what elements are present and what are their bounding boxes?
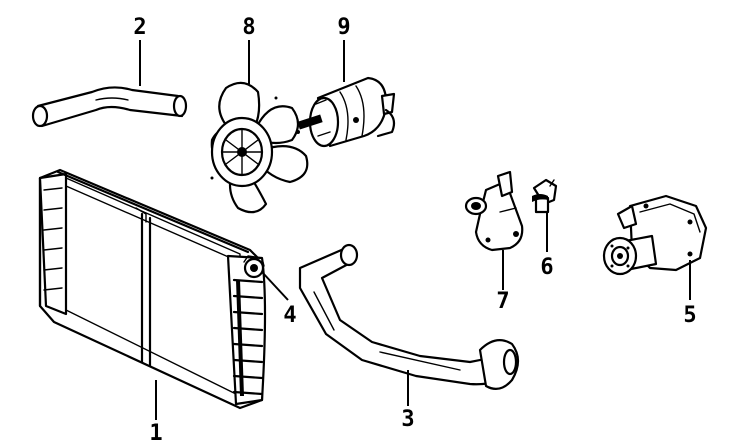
drain-fitting xyxy=(243,255,265,279)
callout-7: 7 xyxy=(496,289,509,314)
fan-motor xyxy=(297,76,396,148)
callout-2: 2 xyxy=(133,15,146,40)
thermostat-housing xyxy=(464,170,524,252)
callout-9: 9 xyxy=(337,15,350,40)
water-pump xyxy=(602,194,708,276)
upper-radiator-hose xyxy=(31,86,188,128)
callout-3: 3 xyxy=(401,407,414,432)
callout-6: 6 xyxy=(540,255,553,280)
callout-numbers: 2 8 9 4 7 6 5 1 3 xyxy=(133,15,696,444)
leader-4 xyxy=(261,271,289,301)
callout-1: 1 xyxy=(149,421,162,444)
lower-radiator-hose xyxy=(298,243,520,391)
cooling-fan xyxy=(210,81,309,214)
callout-8: 8 xyxy=(242,15,255,40)
leader-lines xyxy=(139,40,691,420)
callout-5: 5 xyxy=(683,303,696,328)
callout-4: 4 xyxy=(283,303,296,328)
radiator xyxy=(38,168,267,410)
temperature-sender xyxy=(532,178,558,214)
